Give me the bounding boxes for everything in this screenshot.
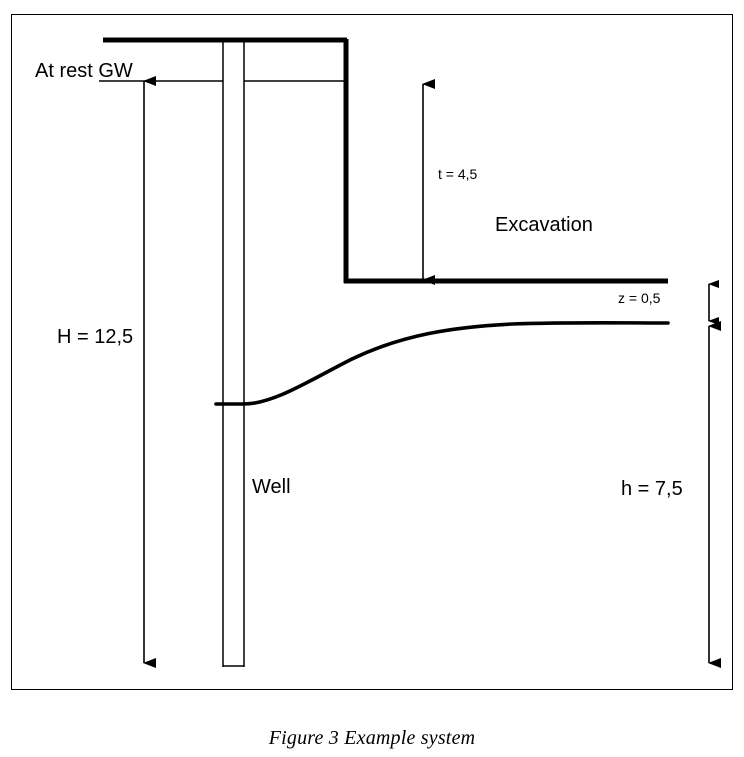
figure-caption: Figure 3 Example system — [268, 727, 476, 749]
figure-frame: H = 12,5 t = 4,5 z = 0,5 h = 7,5 At rest… — [11, 14, 733, 690]
label-well: Well — [252, 476, 291, 498]
drawdown-curve — [214, 320, 670, 406]
label-z: z = 0,5 — [618, 290, 661, 306]
label-H: H = 12,5 — [57, 326, 133, 348]
label-t: t = 4,5 — [438, 166, 478, 182]
label-at-rest-gw: At rest GW — [35, 60, 133, 82]
example-system-diagram: H = 12,5 t = 4,5 z = 0,5 h = 7,5 At rest… — [35, 37, 721, 668]
label-h: h = 7,5 — [621, 478, 683, 500]
label-excavation: Excavation — [495, 214, 593, 236]
